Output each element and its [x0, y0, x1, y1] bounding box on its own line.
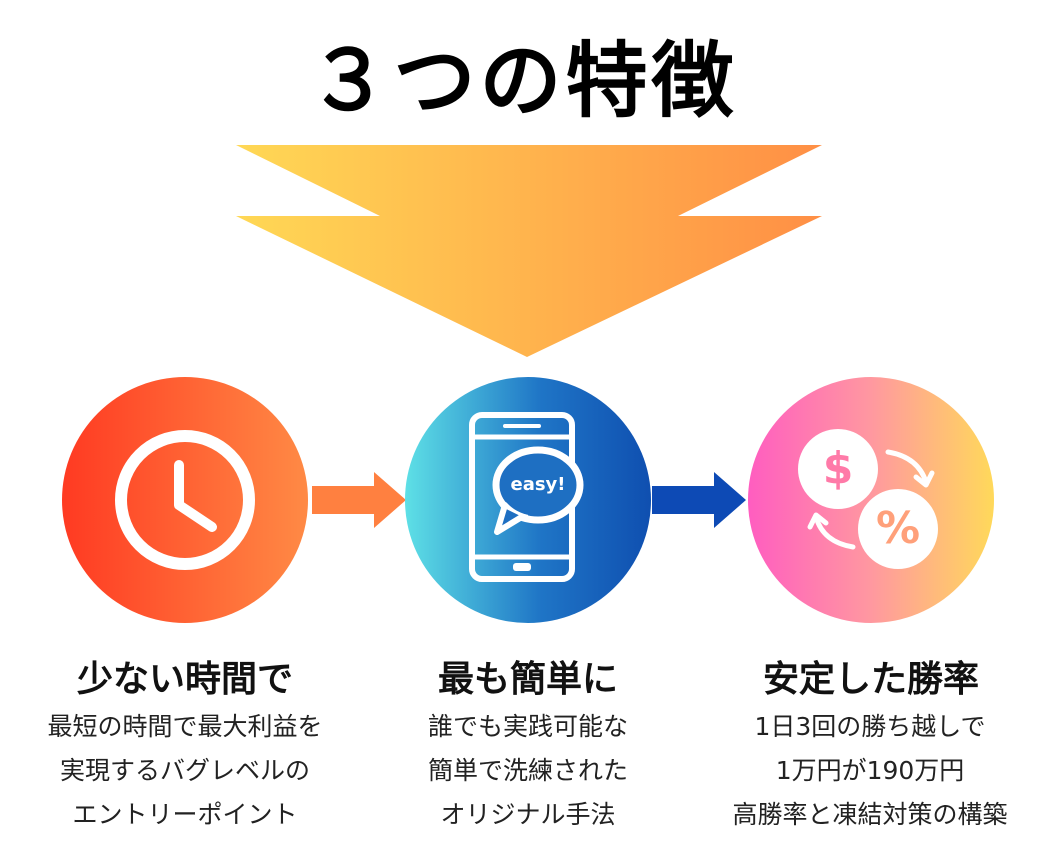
- description-line: オリジナル手法: [440, 800, 616, 829]
- page-title: ３つの特徴: [307, 34, 738, 129]
- description-line: 実現するバグレベルの: [59, 756, 310, 785]
- feature-heading: 安定した勝率: [762, 659, 979, 700]
- feature-easy-circle: easy!: [405, 377, 651, 623]
- description-line: 最短の時間で最大利益を: [47, 712, 323, 741]
- percent-icon: %: [875, 503, 921, 554]
- feature-description: 誰でも実践可能な 簡単で洗練された オリジナル手法: [358, 705, 698, 837]
- smartphone-easy-icon: [469, 412, 584, 582]
- connector-arrow-icon: [652, 472, 746, 528]
- description-line: 1万円が190万円: [775, 756, 965, 785]
- description-line: 1日3回の勝ち越しで: [754, 712, 986, 741]
- feature-time-circle: [62, 377, 308, 623]
- feature-description: 1日3回の勝ち越しで 1万円が190万円 高勝率と凍結対策の構築: [700, 705, 1040, 837]
- down-arrow-icon: [236, 145, 822, 357]
- connector-arrow-icon: [312, 472, 406, 528]
- currency-exchange-icon: [798, 429, 938, 569]
- feature-heading: 最も簡単に: [437, 659, 618, 700]
- feature-description: 最短の時間で最大利益を 実現するバグレベルの エントリーポイント: [15, 705, 355, 837]
- dollar-icon: $: [822, 443, 854, 494]
- easy-badge: easy!: [510, 474, 566, 495]
- clock-icon: [115, 430, 255, 570]
- description-line: エントリーポイント: [72, 800, 298, 829]
- description-line: 誰でも実践可能な: [427, 712, 628, 741]
- feature-stable-circle: $ %: [748, 377, 994, 623]
- description-line: 簡単で洗練された: [427, 756, 628, 785]
- description-line: 高勝率と凍結対策の構築: [732, 800, 1008, 829]
- feature-heading: 少ない時間で: [76, 659, 293, 700]
